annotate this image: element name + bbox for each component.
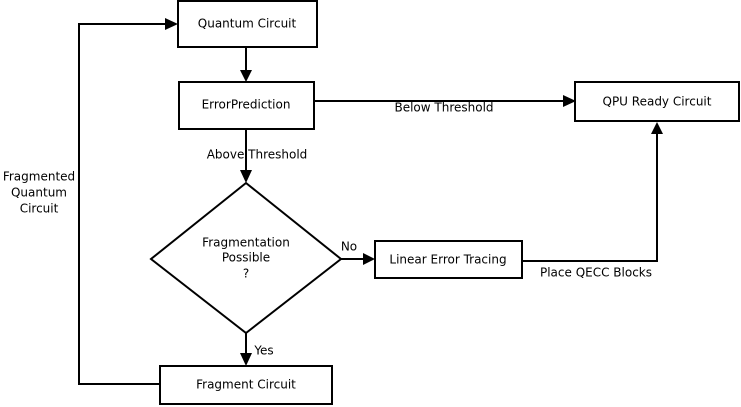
node-linear-error-tracing-label: Linear Error Tracing xyxy=(389,253,506,267)
edge-linear-tracing-to-qpu xyxy=(522,122,663,262)
decision-label-line-2: Possible xyxy=(222,251,270,265)
edge-label-fragmented-line-3: Circuit xyxy=(20,202,59,216)
edge-decision-to-fragment-circuit xyxy=(240,333,252,366)
edge-decision-to-linear-tracing xyxy=(341,253,375,265)
node-error-prediction: ErrorPrediction xyxy=(178,81,315,130)
edge-label-above-threshold: Above Threshold xyxy=(207,148,308,162)
node-linear-error-tracing: Linear Error Tracing xyxy=(374,240,523,279)
edge-quantum-to-error-prediction xyxy=(240,47,252,82)
edge-label-no: No xyxy=(341,240,357,254)
edge-label-fragmented-line-1: Fragmented xyxy=(3,170,75,184)
node-qpu-ready-circuit: QPU Ready Circuit xyxy=(574,81,740,122)
decision-label-line-1: Fragmentation xyxy=(202,236,290,250)
node-qpu-ready-circuit-label: QPU Ready Circuit xyxy=(603,95,712,109)
edge-fragment-circuit-loop-to-quantum xyxy=(78,18,178,385)
node-fragment-circuit: Fragment Circuit xyxy=(159,365,333,405)
edge-error-prediction-to-decision xyxy=(240,129,252,183)
edge-label-fragmented-line-2: Quantum xyxy=(11,186,67,200)
edge-label-place-qecc-blocks: Place QECC Blocks xyxy=(540,266,652,280)
edge-label-yes: Yes xyxy=(253,344,273,358)
node-quantum-circuit: Quantum Circuit xyxy=(177,0,318,48)
node-fragment-circuit-label: Fragment Circuit xyxy=(196,378,296,392)
decision-label-line-3: ? xyxy=(243,267,249,281)
edge-label-below-threshold: Below Threshold xyxy=(394,101,493,115)
edge-error-prediction-to-qpu xyxy=(315,95,576,107)
node-quantum-circuit-label: Quantum Circuit xyxy=(198,17,297,31)
node-fragmentation-decision: Fragmentation Possible ? xyxy=(149,181,343,335)
node-error-prediction-label: ErrorPrediction xyxy=(202,98,291,112)
